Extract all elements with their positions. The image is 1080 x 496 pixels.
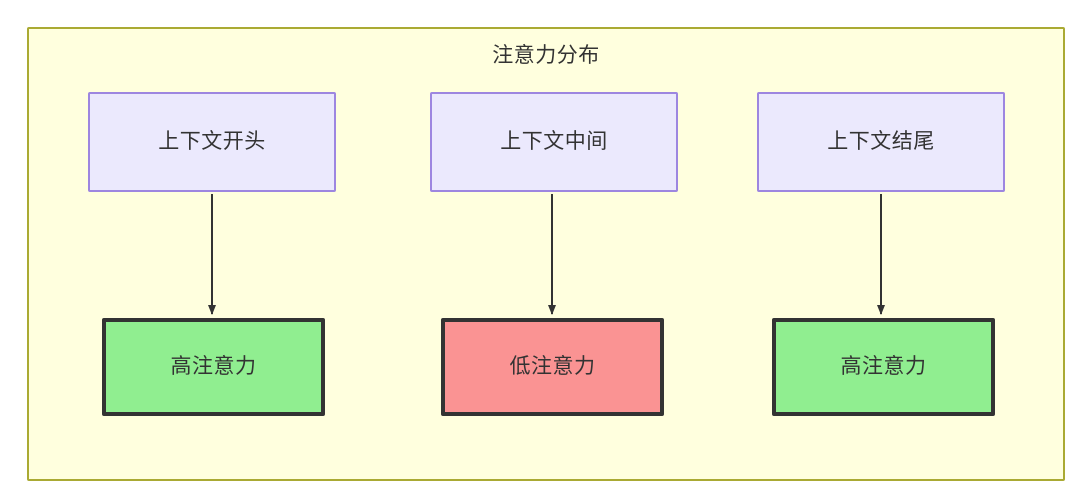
node-label: 高注意力 — [840, 355, 927, 379]
node-label: 上下文结尾 — [827, 130, 935, 154]
node-low-attention-middle[interactable]: 低注意力 — [441, 318, 664, 416]
node-label: 低注意力 — [509, 355, 596, 379]
subgraph-title: 注意力分布 — [492, 44, 600, 67]
node-high-attention-left[interactable]: 高注意力 — [102, 318, 325, 416]
node-ctx-middle[interactable]: 上下文中间 — [430, 92, 678, 192]
node-label: 上下文中间 — [500, 130, 608, 154]
node-label: 上下文开头 — [158, 130, 266, 154]
node-ctx-start[interactable]: 上下文开头 — [88, 92, 336, 192]
node-high-attention-right[interactable]: 高注意力 — [772, 318, 995, 416]
node-ctx-end[interactable]: 上下文结尾 — [757, 92, 1005, 192]
node-label: 高注意力 — [170, 355, 257, 379]
